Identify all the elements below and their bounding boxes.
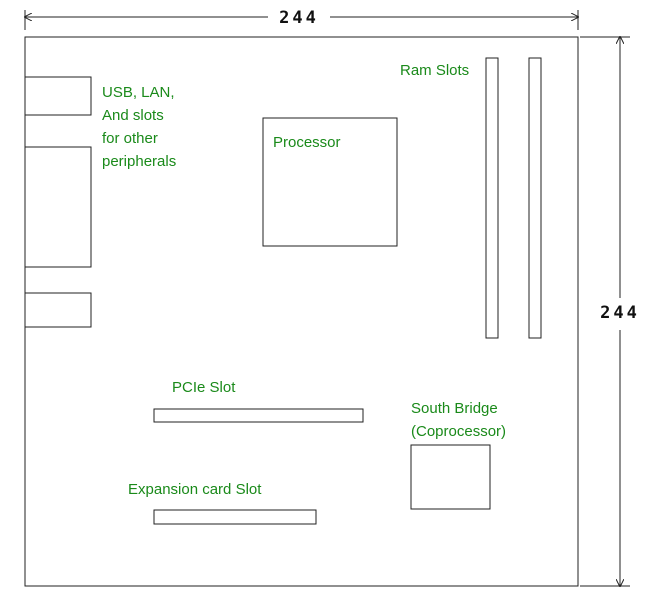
ports-label-line-4: peripherals bbox=[102, 153, 176, 170]
port-block-middle bbox=[24, 146, 92, 268]
expansion-slot-label: Expansion card Slot bbox=[128, 481, 262, 498]
processor-label: Processor bbox=[273, 134, 341, 151]
ram-slot-1 bbox=[485, 57, 499, 339]
processor-block bbox=[262, 117, 398, 247]
ram-slot-2 bbox=[528, 57, 542, 339]
port-block-top bbox=[24, 76, 92, 116]
port-block-bottom bbox=[24, 292, 92, 328]
ports-label-line-1: USB, LAN, bbox=[102, 84, 175, 101]
right-dimension-value: 244 bbox=[600, 303, 640, 323]
right-dimension: 244 bbox=[580, 37, 640, 586]
expansion-card-slot bbox=[153, 509, 317, 525]
ports-label-line-3: for other bbox=[102, 130, 158, 147]
pcie-slot bbox=[153, 408, 364, 423]
ram-slots-label: Ram Slots bbox=[400, 62, 469, 79]
south-bridge-label-line-2: (Coprocessor) bbox=[411, 423, 506, 440]
south-bridge-label-line-1: South Bridge bbox=[411, 400, 498, 417]
top-dimension-value: 244 bbox=[279, 8, 319, 28]
south-bridge-block bbox=[410, 444, 491, 510]
pcie-slot-label: PCIe Slot bbox=[172, 379, 236, 396]
top-dimension: 244 bbox=[25, 8, 578, 30]
ports-label-line-2: And slots bbox=[102, 107, 164, 124]
